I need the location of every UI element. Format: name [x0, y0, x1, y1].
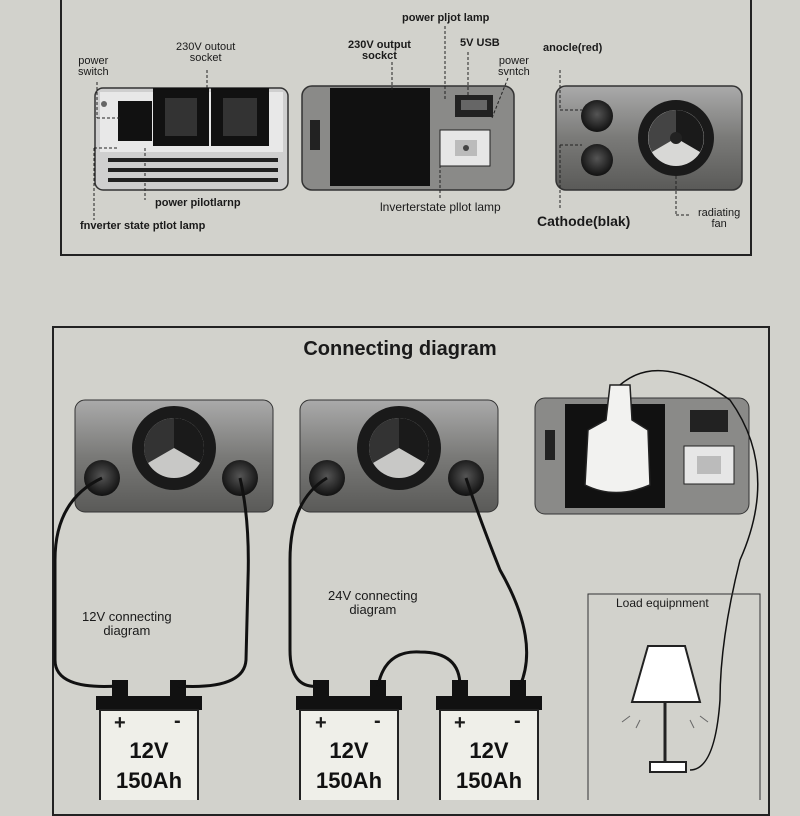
label-cathode: Cathode(blak): [537, 213, 631, 229]
label-24v-connecting: 24V connecting diagram: [328, 588, 418, 617]
label-power-pilot-lamp-left: power pilotlarnp: [155, 197, 241, 209]
inverter-front-sockets: [94, 87, 289, 191]
battery-2-minus: -: [374, 710, 381, 732]
label-inverter-state-left: fnverter state ptlot lamp: [80, 220, 206, 232]
device-overview-panel: [60, 0, 752, 256]
load-cable: [619, 369, 759, 771]
inverter-front-usb: [301, 85, 515, 191]
battery-1-capacity: 150Ah: [115, 768, 183, 793]
inverter-rear-terminals: [555, 85, 743, 191]
label-anode: anocle(red): [543, 42, 603, 54]
label-radiating-fan: radiating fan: [698, 207, 741, 230]
inverter-24v: [299, 399, 499, 513]
battery-2-voltage: 12V: [329, 738, 369, 763]
label-outout-socket: 230V outout socket: [176, 41, 236, 64]
anode-terminal: [581, 100, 613, 132]
battery-2: [296, 680, 402, 800]
cables: [53, 476, 529, 688]
label-load-equipment: Load equipnment: [616, 596, 709, 610]
label-output-socket-mid: 230V output sockct: [348, 39, 411, 62]
load-box: [587, 593, 761, 800]
output-socket-mid: [330, 88, 430, 186]
label-inverter-state-mid: lnverterstate pllot lamp: [380, 200, 501, 214]
label-power-switch-mid: power svntch: [498, 55, 530, 78]
power-switch-left: [118, 101, 152, 141]
battery-3-voltage: 12V: [469, 738, 509, 763]
battery-2-capacity: 150Ah: [315, 768, 383, 793]
battery-2-plus: +: [315, 712, 327, 734]
inverter-output: [534, 384, 750, 515]
battery-1-minus: -: [174, 710, 181, 732]
battery-1-plus: +: [114, 712, 126, 734]
battery-3-capacity: 150Ah: [455, 768, 523, 793]
label-12v-connecting: 12V connecting diagram: [82, 609, 172, 638]
battery-3: [436, 680, 542, 800]
battery-3-plus: +: [454, 712, 466, 734]
inverter-12v: [74, 399, 274, 513]
plug: [584, 384, 651, 494]
label-power-switch-left: power switch: [78, 55, 109, 78]
battery-3-minus: -: [514, 710, 521, 732]
battery-1-voltage: 12V: [129, 738, 169, 763]
battery-1: [96, 680, 202, 800]
label-power-pilot-lamp-top: power pljot lamp: [402, 12, 490, 24]
lamp-icon: [621, 645, 709, 773]
cathode-terminal: [581, 144, 613, 176]
label-usb: 5V USB: [460, 37, 500, 49]
connecting-diagram-title: Connecting diagram: [303, 338, 497, 360]
